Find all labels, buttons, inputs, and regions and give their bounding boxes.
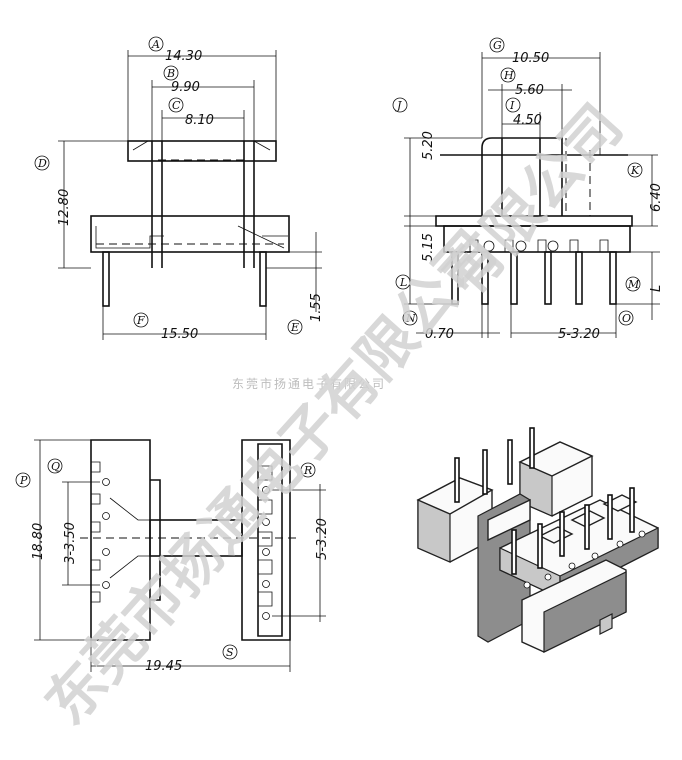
label-f: F	[136, 314, 145, 327]
dim-d: 12.80	[57, 189, 72, 226]
label-d: D	[37, 157, 47, 170]
bottom-view: P 18.80 Q 3-3.50 R 5-3.20 S 19.45	[15, 439, 330, 674]
dim-n: 0.70	[425, 327, 454, 342]
side-view: G 10.50 H 5.60 I 4.50 J 5.20 K 6.40 L	[392, 37, 664, 342]
label-i: I	[509, 99, 515, 112]
dim-m: L	[649, 285, 664, 292]
dim-e: 1.55	[309, 293, 324, 322]
label-r: R	[303, 464, 312, 477]
dim-o: 5-3.20	[558, 327, 600, 342]
dim-g: 10.50	[512, 51, 549, 66]
dim-j: 5.20	[421, 131, 436, 160]
dim-k: 6.40	[649, 183, 664, 212]
label-e: E	[290, 321, 299, 334]
dim-c: 8.10	[185, 113, 214, 128]
dim-h: 5.60	[515, 83, 544, 98]
label-a: A	[151, 38, 160, 51]
dim-l: 5.15	[421, 233, 436, 262]
dim-r: 5-3.20	[315, 518, 330, 560]
dim-s: 19.45	[145, 659, 182, 674]
label-m: M	[627, 278, 640, 291]
label-h: H	[503, 69, 514, 82]
dim-i: 4.50	[513, 113, 542, 128]
label-c: C	[172, 99, 181, 112]
label-b: B	[166, 67, 175, 80]
dim-q: 3-3.50	[63, 522, 78, 564]
isometric-view	[416, 427, 659, 653]
front-view: A 14.30 B 9.90 C 8.10 D 12.80 E 1.55	[34, 36, 324, 342]
label-n: N	[405, 312, 416, 325]
label-j: J	[395, 99, 402, 112]
label-l: L	[399, 276, 407, 289]
label-p: P	[19, 474, 28, 487]
dim-p: 18.80	[31, 523, 46, 560]
label-o: O	[622, 312, 631, 325]
label-q: Q	[51, 460, 60, 473]
label-g: G	[493, 39, 502, 52]
dim-a: 14.30	[165, 49, 202, 64]
label-k: K	[630, 164, 640, 177]
dim-f: 15.50	[161, 327, 198, 342]
watermark-small-text: 东莞市扬通电子有限公司	[232, 376, 386, 391]
label-s: S	[226, 646, 234, 659]
dim-b: 9.90	[171, 80, 200, 95]
